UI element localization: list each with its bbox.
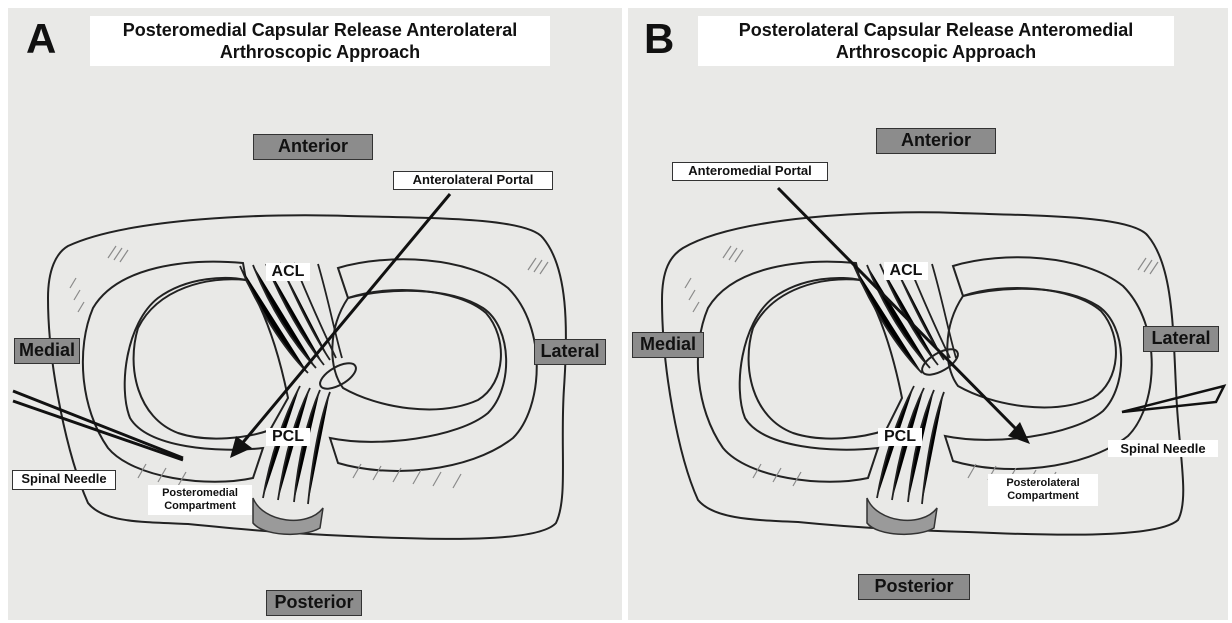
panel-letter: B	[644, 18, 674, 60]
panel-title: Posteromedial Capsular Release Anterolat…	[90, 16, 550, 66]
spinal-needle-label: Spinal Needle	[1108, 440, 1218, 457]
panel-a: A Posteromedial Capsular Release Anterol…	[8, 8, 622, 620]
pcl-label: PCL	[266, 428, 310, 446]
compartment-label: Posterolateral Compartment	[988, 474, 1098, 506]
panel-b-drawing	[628, 8, 1228, 620]
lateral-label: Lateral	[534, 339, 606, 365]
compartment-label: Posteromedial Compartment	[148, 485, 252, 515]
portal-label: Anterolateral Portal	[393, 171, 553, 190]
panel-a-drawing	[8, 8, 622, 620]
anterior-label: Anterior	[876, 128, 996, 154]
panel-title: Posterolateral Capsular Release Anterome…	[698, 16, 1174, 66]
spinal-needle-label: Spinal Needle	[12, 470, 116, 490]
portal-label: Anteromedial Portal	[672, 162, 828, 181]
medial-label: Medial	[632, 332, 704, 358]
lateral-label: Lateral	[1143, 326, 1219, 352]
acl-label: ACL	[884, 262, 928, 280]
panel-letter: A	[26, 18, 56, 60]
anterior-label: Anterior	[253, 134, 373, 160]
panel-b: B Posterolateral Capsular Release Antero…	[628, 8, 1228, 620]
acl-label: ACL	[266, 263, 310, 281]
posterior-label: Posterior	[266, 590, 362, 616]
pcl-label: PCL	[878, 428, 922, 446]
medial-label: Medial	[14, 338, 80, 364]
posterior-label: Posterior	[858, 574, 970, 600]
